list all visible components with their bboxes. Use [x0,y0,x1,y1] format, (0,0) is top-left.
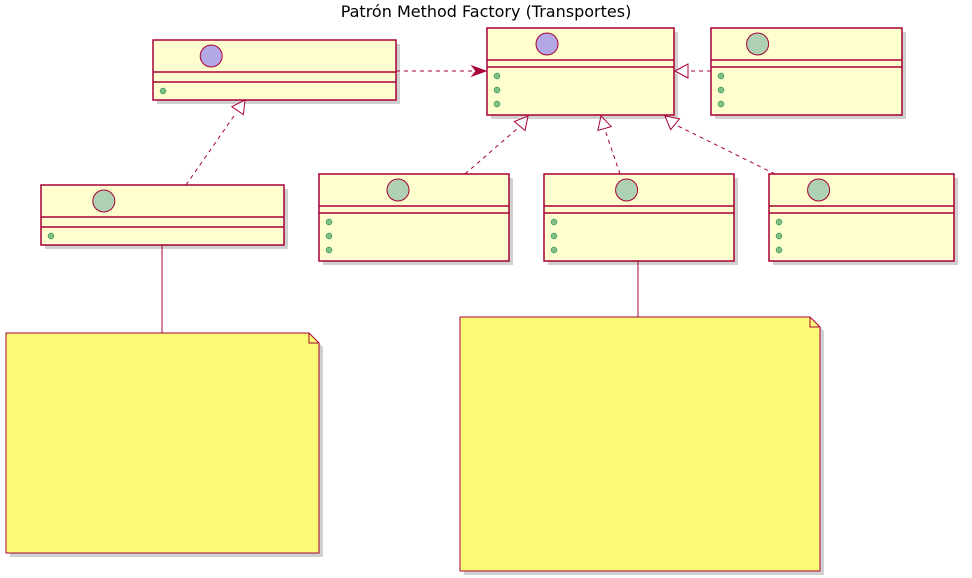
realization-arrowhead-icon [230,99,246,116]
node-layer [5,27,955,572]
edge-layer [161,63,776,333]
visibility-marker-icon [717,72,725,80]
note-box [459,316,821,572]
visibility-marker-icon [775,218,783,226]
class-avion [318,173,510,262]
visibility-marker-icon [775,232,783,240]
stereotype-badge-icon [746,32,770,56]
class-box [543,173,735,262]
realization-arrowhead-icon [673,63,689,79]
visibility-marker-icon [775,246,783,254]
stereotype-badge-icon [535,32,559,56]
realization-arrowhead-icon [597,114,613,132]
visibility-marker-icon [550,232,558,240]
class-box [40,184,285,246]
stereotype-badge-icon [199,44,223,68]
visibility-marker-icon [325,218,333,226]
dependency-arrowhead-icon [470,64,488,78]
class-box [486,27,675,116]
diagram-title: Patrón Method Factory (Transportes) [341,2,632,21]
class-tren [543,173,735,262]
stereotype-badge-icon [386,178,410,202]
realization-arrowhead-icon [513,115,529,132]
visibility-marker-icon [717,86,725,94]
visibility-marker-icon [550,246,558,254]
note-fold-icon [809,317,820,328]
realization-edge [675,124,776,175]
class-transporte-factory [40,184,285,246]
class-submarino [768,173,955,262]
class-box [152,39,397,101]
class-box [318,173,510,262]
note-tren-note [459,316,821,572]
visibility-marker-icon [493,72,501,80]
visibility-marker-icon [493,100,501,108]
visibility-marker-icon [550,218,558,226]
visibility-marker-icon [493,86,501,94]
visibility-marker-icon [47,232,55,240]
realization-edge [604,129,621,175]
realization-arrowhead-icon [664,115,681,131]
realization-edge [185,112,237,186]
stereotype-badge-icon [807,178,831,202]
class-null-transporte [710,27,903,116]
stereotype-badge-icon [615,178,639,202]
class-box [768,173,955,262]
visibility-marker-icon [159,87,167,95]
class-box [710,27,903,116]
note-factory-note [5,332,320,554]
class-itransporte-factory [152,39,397,101]
class-transporte [486,27,675,116]
stereotype-badge-icon [92,189,116,213]
realization-edge [464,127,519,175]
visibility-marker-icon [325,232,333,240]
note-box [5,332,320,554]
note-fold-icon [308,333,319,344]
visibility-marker-icon [325,246,333,254]
visibility-marker-icon [717,100,725,108]
